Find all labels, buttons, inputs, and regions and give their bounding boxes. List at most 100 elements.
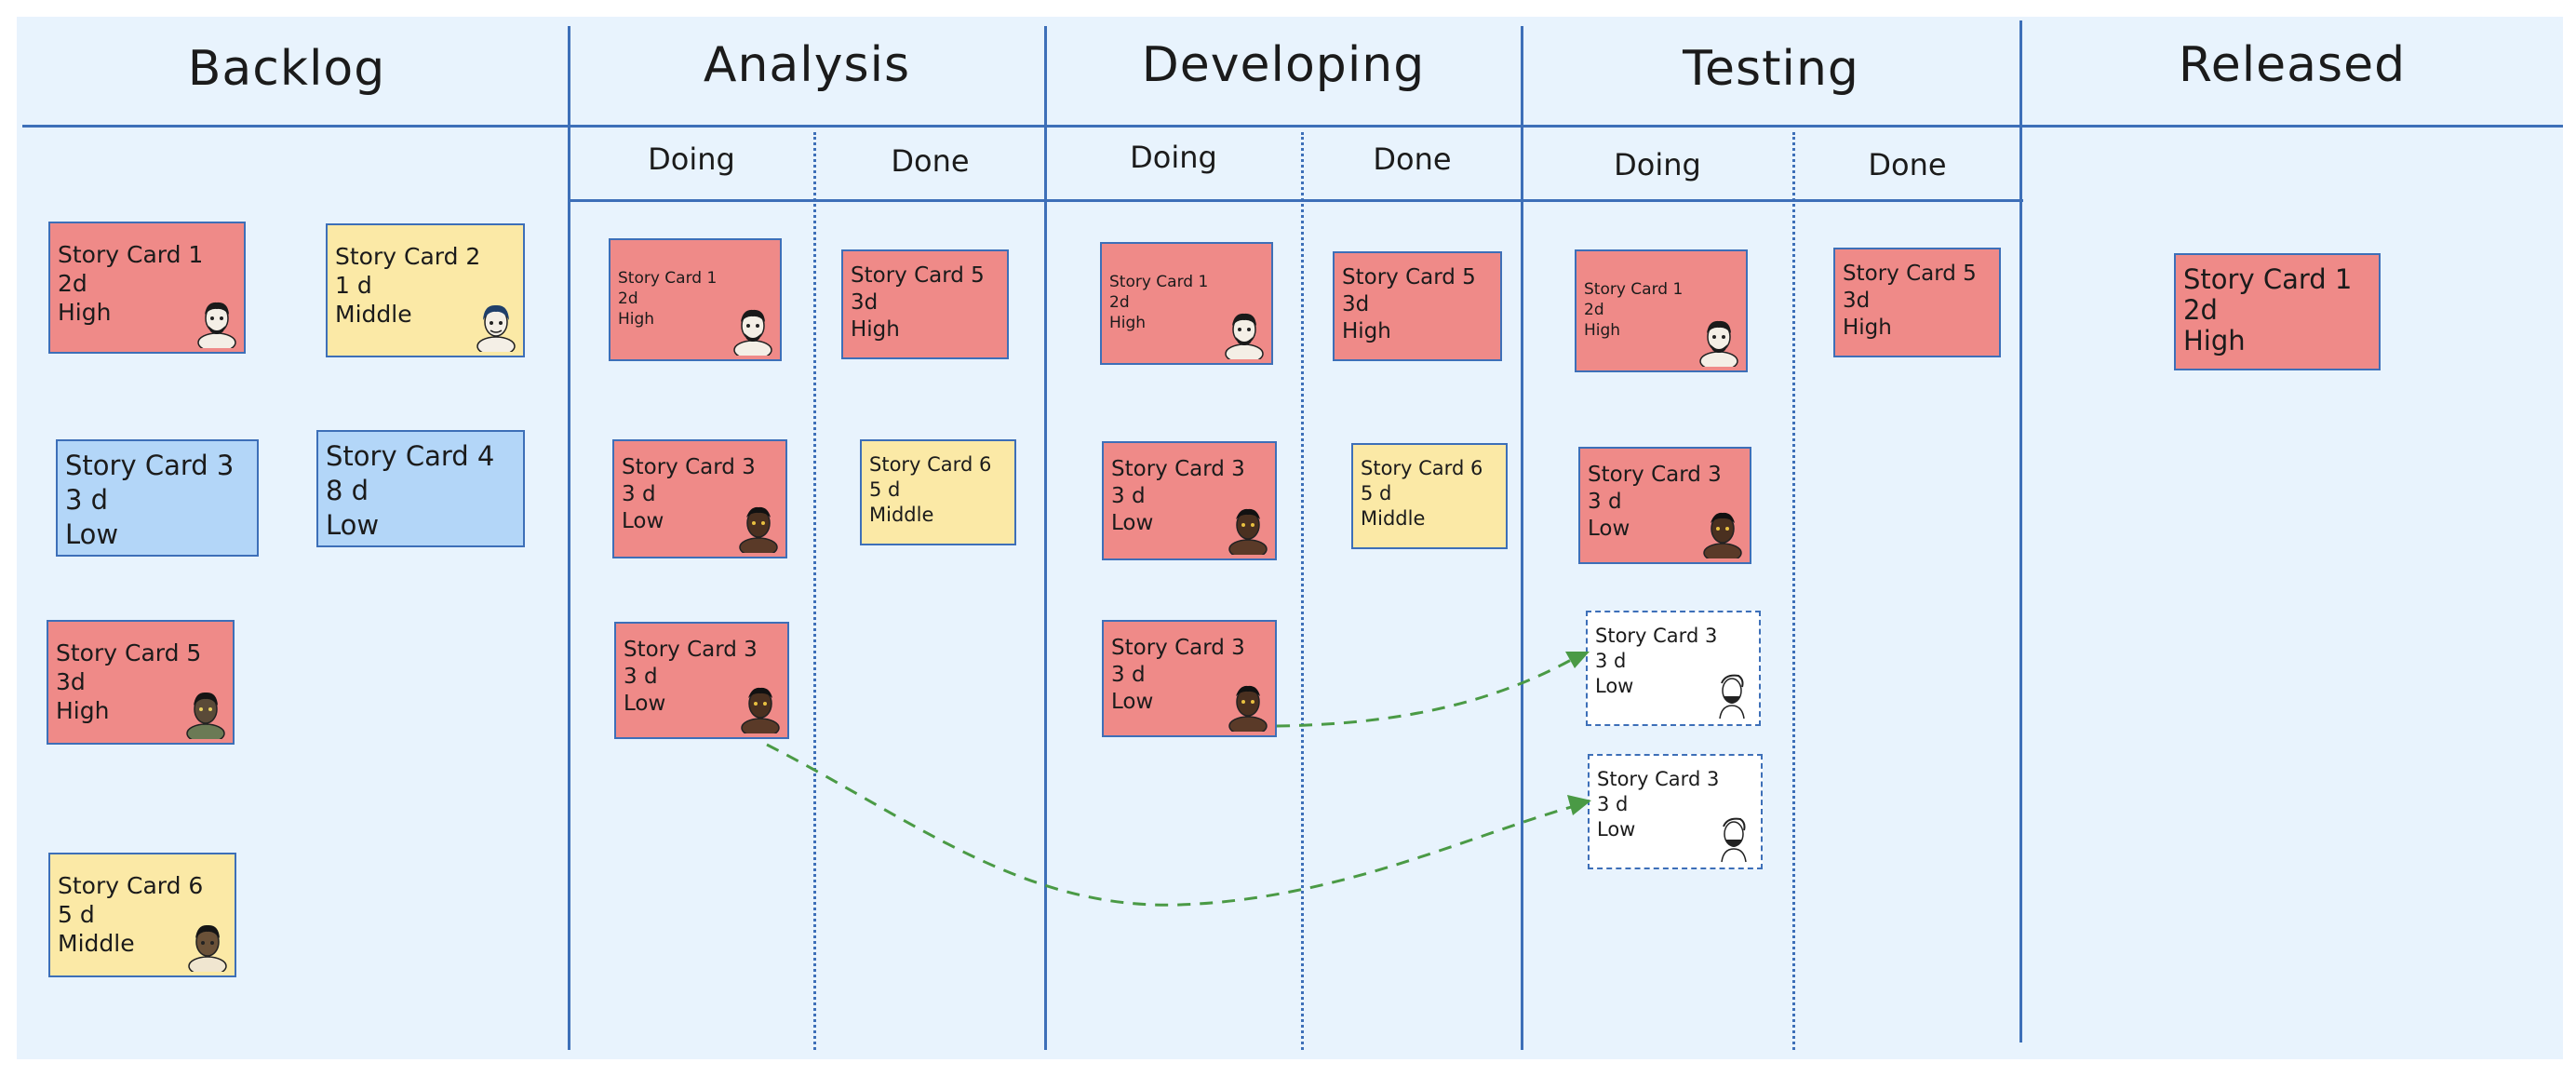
- story-card[interactable]: Story Card 1 2d High: [1100, 242, 1273, 365]
- story-card[interactable]: Story Card 2 1 d Middle: [326, 223, 525, 357]
- column-title-testing: Testing: [1683, 41, 1859, 97]
- card-priority: Low: [1597, 818, 1636, 841]
- card-priority: High: [618, 310, 655, 329]
- avatar-icon: [1721, 817, 1747, 863]
- avatar-icon: [733, 309, 772, 356]
- story-card[interactable]: Story Card 3 3 d Low: [1102, 441, 1277, 560]
- card-priority: Low: [1588, 517, 1630, 541]
- story-card[interactable]: Story Card 1 2d High: [48, 222, 246, 354]
- story-card[interactable]: Story Card 1 2d High: [2174, 253, 2381, 370]
- card-title: Story Card 1: [1109, 273, 1209, 291]
- header-divider: [22, 125, 2563, 128]
- story-card[interactable]: Story Card 3 3 d Low: [56, 439, 259, 557]
- story-card[interactable]: Story Card 5 3d High: [1833, 248, 2001, 357]
- card-estimate: 3d: [1342, 292, 1370, 316]
- card-priority: Low: [624, 692, 666, 716]
- subcolumn-title-analysis-done: Done: [891, 143, 970, 179]
- card-title: Story Card 3: [1597, 768, 1720, 790]
- column-divider: [1521, 26, 1523, 1050]
- card-title: Story Card 6: [869, 453, 992, 476]
- card-estimate: 5 d: [869, 478, 901, 501]
- subcolumn-title-developing-doing: Doing: [1130, 140, 1217, 175]
- card-title: Story Card 3: [1111, 457, 1245, 481]
- subcolumn-divider: [813, 132, 816, 1050]
- card-estimate: 3d: [851, 290, 879, 315]
- card-title: Story Card 1: [2183, 263, 2353, 295]
- card-estimate: 3 d: [1588, 490, 1622, 514]
- card-priority: High: [56, 697, 110, 724]
- card-title: Story Card 3: [622, 455, 756, 479]
- story-card[interactable]: Story Card 3 3 d Low: [614, 622, 789, 739]
- card-title: Story Card 2: [335, 243, 481, 270]
- card-estimate: 2d: [58, 270, 87, 297]
- column-divider: [568, 26, 570, 1050]
- story-card[interactable]: Story Card 1 2d High: [1575, 249, 1748, 372]
- card-estimate: 3d: [1843, 289, 1871, 313]
- card-priority: Low: [1111, 690, 1154, 714]
- card-priority: High: [1584, 321, 1621, 340]
- card-title: Story Card 5: [56, 639, 202, 666]
- card-estimate: 3 d: [65, 484, 109, 516]
- card-priority: Low: [65, 518, 119, 550]
- avatar-icon: [197, 302, 236, 348]
- card-title: Story Card 6: [58, 872, 204, 899]
- avatar-icon: [476, 304, 516, 352]
- avatar-icon: [1719, 674, 1745, 720]
- avatar-icon: [1228, 685, 1268, 732]
- column-title-analysis: Analysis: [703, 37, 911, 93]
- card-estimate: 3 d: [622, 482, 656, 506]
- avatar-icon: [186, 692, 225, 739]
- column-title-backlog: Backlog: [187, 41, 386, 97]
- card-priority: High: [1109, 314, 1147, 332]
- avatar-icon: [188, 924, 227, 972]
- card-priority: Middle: [869, 504, 934, 526]
- card-title: Story Card 1: [618, 269, 718, 288]
- card-title: Story Card 1: [1584, 280, 1684, 299]
- move-arrow: [1276, 657, 1574, 728]
- subheader-divider: [568, 199, 2023, 202]
- card-title: Story Card 3: [1588, 463, 1722, 487]
- card-title: Story Card 1: [58, 241, 204, 268]
- story-card[interactable]: Story Card 5 3d High: [47, 620, 235, 745]
- story-card[interactable]: Story Card 4 8 d Low: [316, 430, 525, 547]
- subcolumn-title-testing-done: Done: [1868, 147, 1947, 182]
- card-priority: High: [58, 299, 112, 326]
- card-title: Story Card 3: [65, 450, 235, 481]
- card-priority: Low: [1595, 675, 1634, 697]
- story-card[interactable]: Story Card 6 5 d Middle: [1351, 443, 1508, 549]
- move-arrow: [766, 743, 1576, 907]
- subcolumn-divider: [1301, 132, 1304, 1050]
- column-divider: [1044, 26, 1047, 1050]
- story-card[interactable]: Story Card 5 3d High: [1333, 251, 1502, 361]
- card-estimate: 2d: [1584, 301, 1604, 319]
- card-title: Story Card 5: [1843, 262, 1977, 286]
- card-estimate: 3 d: [1597, 793, 1629, 815]
- story-card[interactable]: Story Card 6 5 d Middle: [860, 439, 1016, 545]
- avatar-icon: [1699, 320, 1738, 367]
- move-arrows: [766, 652, 1591, 907]
- story-card[interactable]: Story Card 3 3 d Low: [1102, 620, 1277, 737]
- story-card[interactable]: Story Card 3 3 d Low: [612, 439, 787, 558]
- story-card-placeholder[interactable]: Story Card 3 3 d Low: [1586, 611, 1761, 726]
- story-card[interactable]: Story Card 1 2d High: [609, 238, 782, 361]
- story-card[interactable]: Story Card 3 3 d Low: [1578, 447, 1751, 564]
- card-estimate: 3 d: [1111, 484, 1146, 508]
- card-priority: Middle: [1361, 507, 1426, 530]
- card-estimate: 3 d: [1111, 663, 1146, 687]
- story-card-placeholder[interactable]: Story Card 3 3 d Low: [1588, 754, 1763, 869]
- card-priority: Low: [1111, 511, 1154, 535]
- card-priority: Low: [622, 509, 664, 533]
- kanban-board: Backlog Analysis Developing Testing Rele…: [17, 17, 2563, 1059]
- card-estimate: 3 d: [624, 665, 658, 689]
- story-card[interactable]: Story Card 5 3d High: [841, 249, 1009, 359]
- column-title-released: Released: [2178, 37, 2407, 93]
- story-card[interactable]: Story Card 6 5 d Middle: [48, 853, 236, 977]
- subcolumn-title-testing-doing: Doing: [1614, 147, 1701, 182]
- card-estimate: 3d: [56, 668, 86, 695]
- avatar-icon: [1228, 508, 1268, 555]
- avatar-icon: [1703, 512, 1742, 558]
- card-title: Story Card 6: [1361, 457, 1483, 479]
- arrowhead-icon: [1567, 795, 1591, 815]
- card-estimate: 5 d: [1361, 482, 1392, 504]
- card-priority: Low: [326, 509, 380, 541]
